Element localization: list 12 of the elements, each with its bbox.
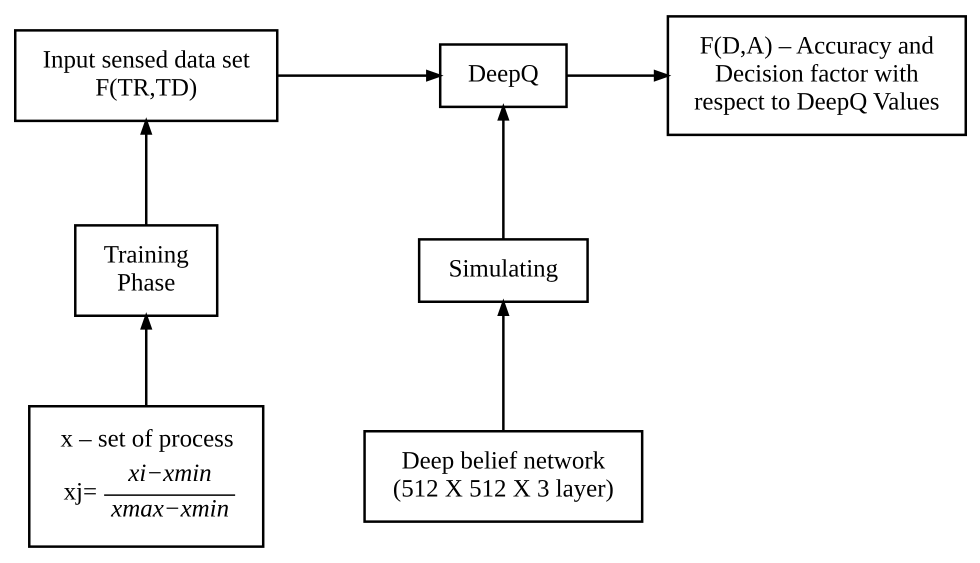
node-box: Training Phase bbox=[74, 224, 218, 318]
node-box: Input sensed data set F(TR,TD) bbox=[14, 29, 278, 122]
node-box: Deep belief network (512 X 512 X 3 layer) bbox=[362, 430, 643, 523]
node-box: Simulating bbox=[417, 238, 588, 304]
arrow bbox=[566, 70, 671, 82]
arrow bbox=[276, 70, 444, 82]
node-box: F(D,A) – Accuracy and Decision factor with respect to DeepQ Values bbox=[666, 15, 966, 136]
arrow bbox=[496, 298, 509, 431]
node-box: DeepQ bbox=[438, 43, 568, 108]
arrow bbox=[496, 103, 509, 240]
arrow bbox=[140, 117, 152, 226]
arrow bbox=[140, 312, 152, 406]
